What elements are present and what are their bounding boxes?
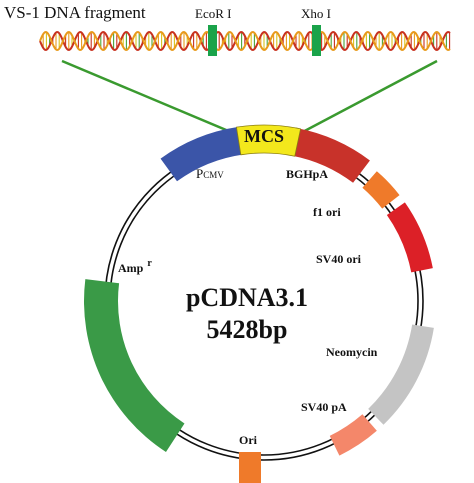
- neomycin-label: Neomycin: [326, 345, 378, 359]
- plasmid-name: pCDNA3.1: [186, 283, 308, 312]
- sv40-pa-segment: [329, 414, 377, 456]
- pcmv-label-suffix: CMV: [203, 170, 224, 180]
- amp-label-text: Amp: [118, 261, 144, 275]
- helix-strand-b: [39, 30, 451, 52]
- amp-resistance-segment: [83, 279, 185, 452]
- sv40-ori-label: SV40 ori: [316, 252, 362, 266]
- f1-ori-label: f1 ori: [313, 205, 341, 219]
- pcmv-label: PCMV: [196, 166, 224, 181]
- ecori-label: EcoR I: [195, 6, 231, 21]
- bghpa-label: BGHpA: [286, 167, 328, 181]
- fragment-label: VS-1 DNA fragment: [4, 3, 146, 22]
- ori-segment: [239, 452, 261, 483]
- amp-label-superscript: r: [147, 258, 152, 269]
- sv40-ori-segment: [386, 202, 433, 273]
- ecori-site-marker: [208, 25, 217, 56]
- bghpa-segment: [292, 128, 370, 183]
- ori-label: Ori: [239, 433, 258, 447]
- mcs-segment: [236, 124, 302, 157]
- helix-strand-a: [39, 30, 451, 52]
- pcmv-segment: [160, 126, 244, 182]
- dna-helix: [39, 30, 451, 52]
- mcs-label: MCS: [244, 126, 284, 146]
- pcmv-label-prefix: P: [196, 166, 203, 181]
- neomycin-segment: [368, 324, 434, 425]
- f1-ori-segment: [362, 171, 400, 209]
- sv40-pa-label: SV40 pA: [301, 400, 347, 414]
- insert-connector-left: [61, 59, 239, 137]
- insert-connector-right: [296, 59, 438, 137]
- xhoi-site-marker: [312, 25, 321, 56]
- xhoi-label: Xho I: [301, 6, 331, 21]
- plasmid-size: 5428bp: [207, 315, 288, 344]
